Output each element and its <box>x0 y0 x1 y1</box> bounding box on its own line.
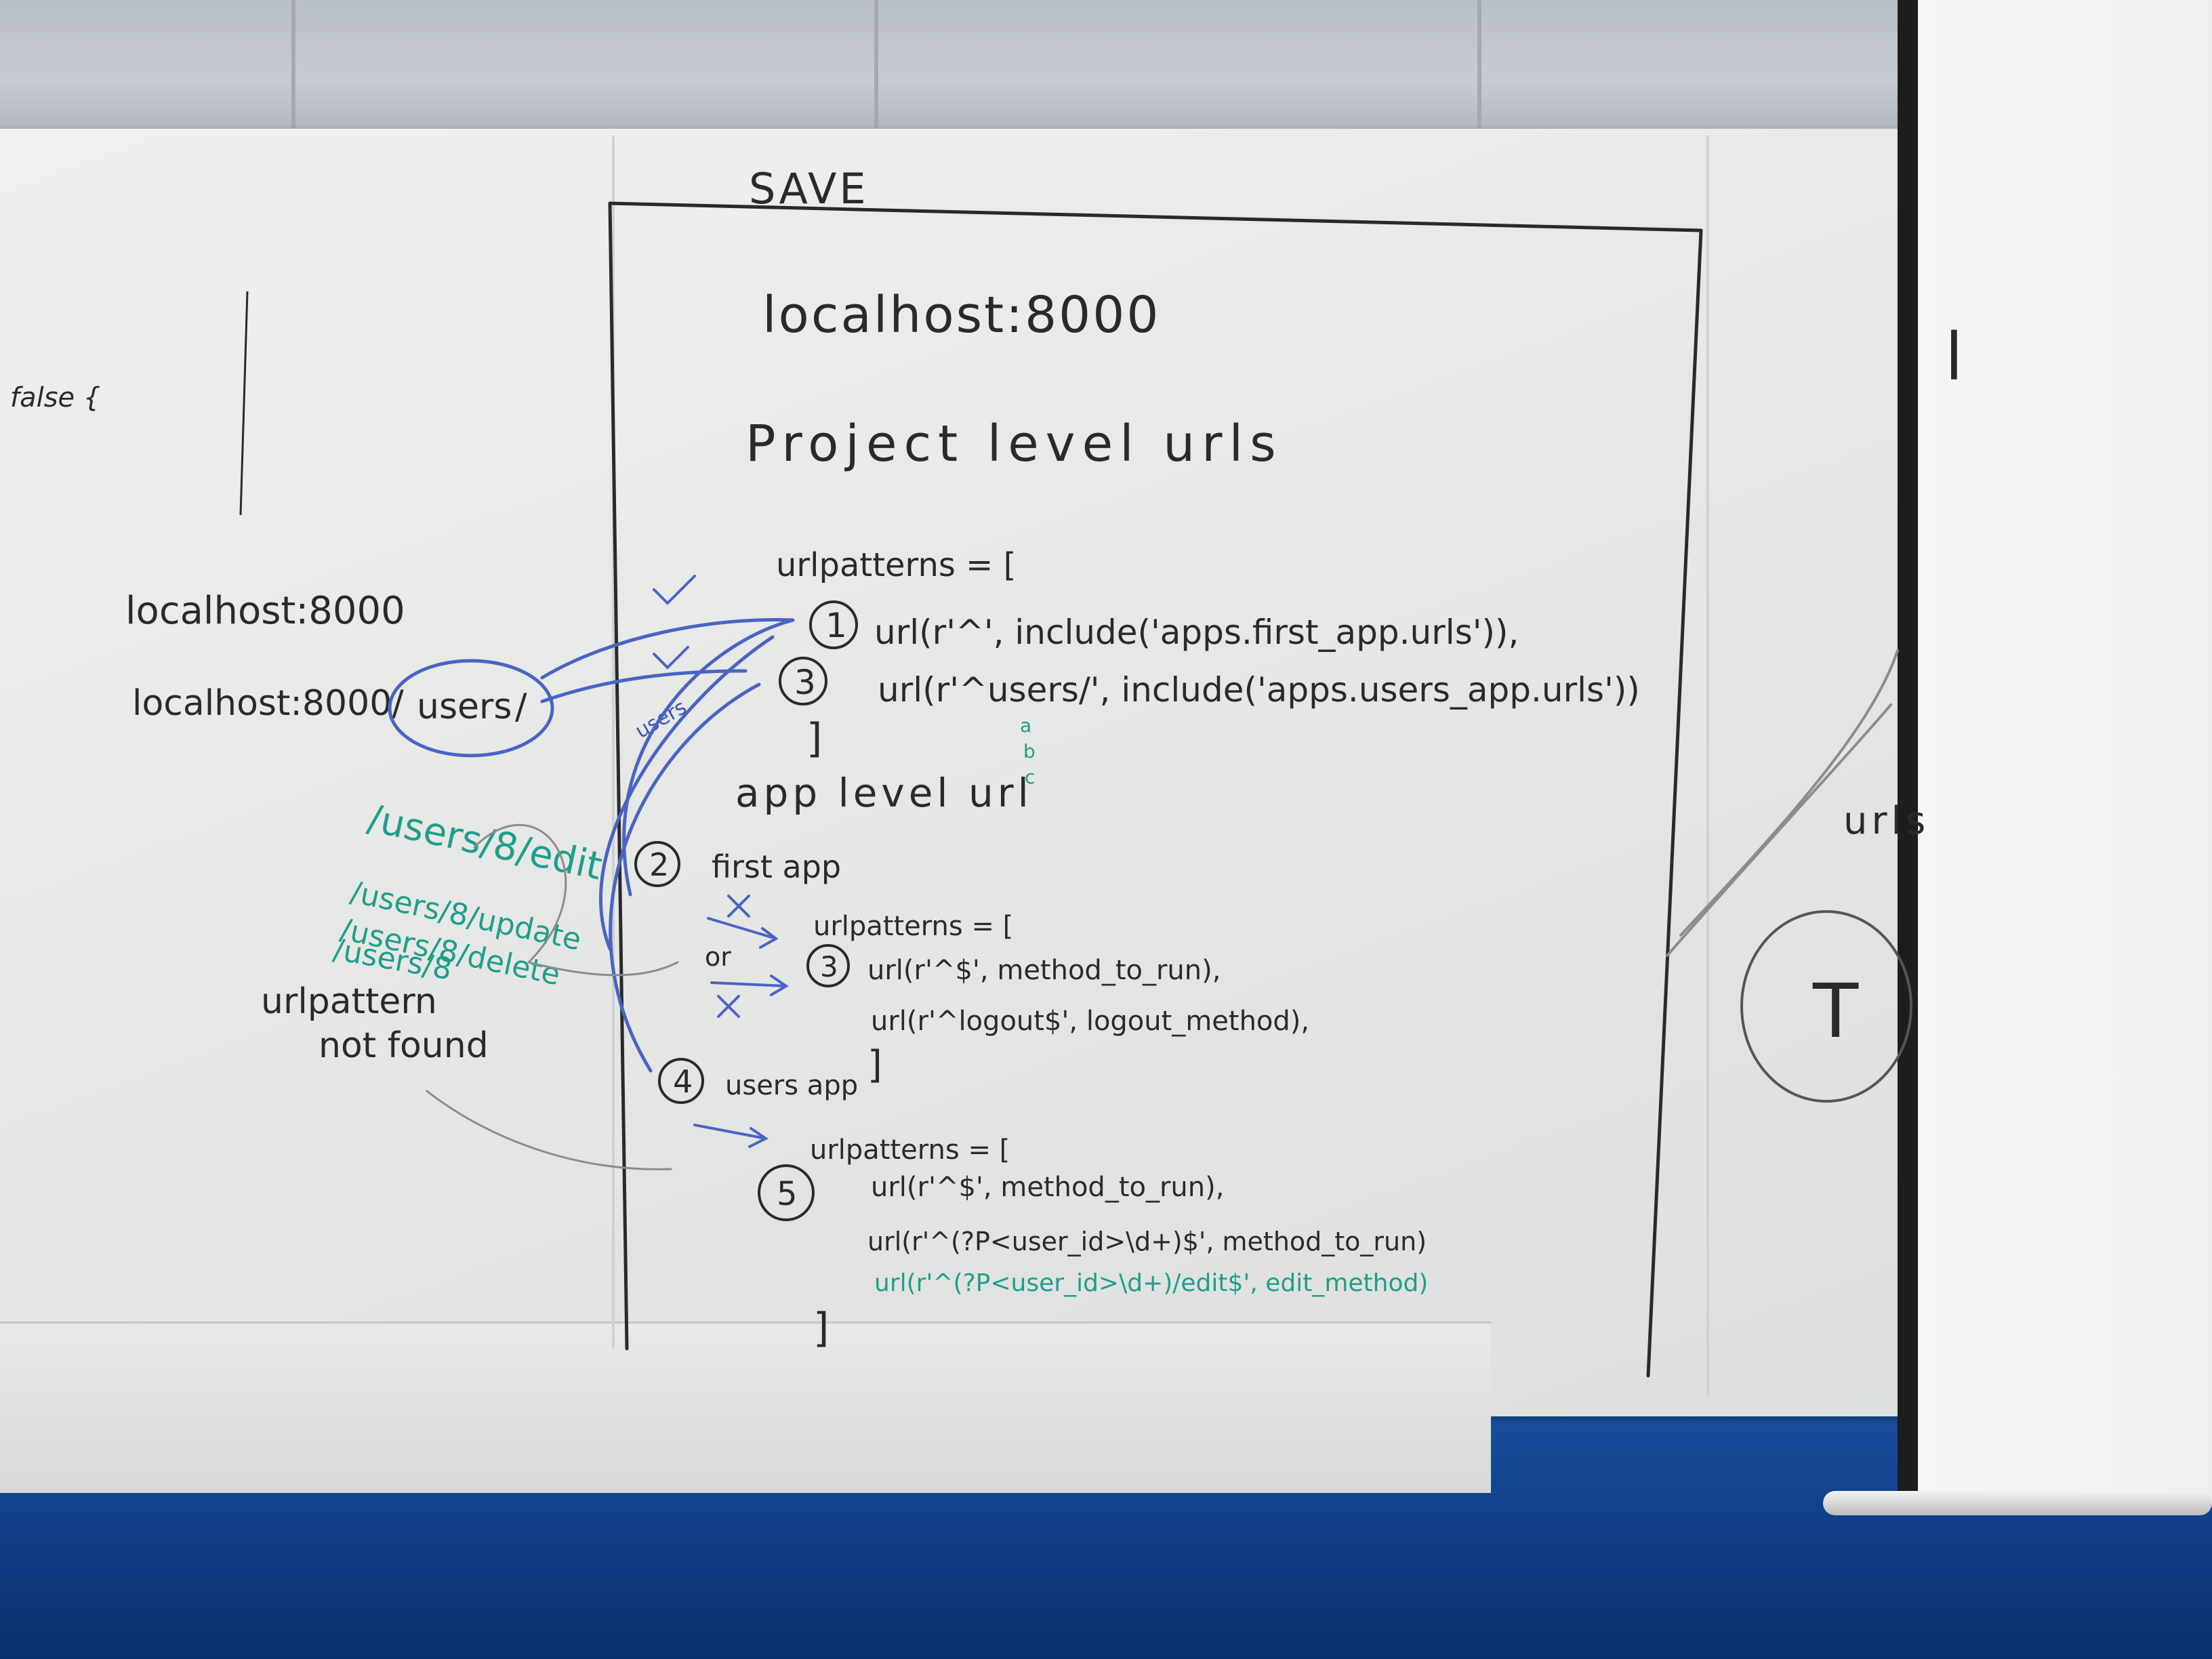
badge-circle <box>806 944 850 987</box>
users-urlpatterns: urlpatterns = [ <box>810 1134 1010 1166</box>
connector-arrow <box>540 618 795 680</box>
right-partial-text: l <box>1945 319 1963 395</box>
connector-arrow <box>622 618 795 897</box>
project-url-3: url(r'^users/', include('apps.users_app.… <box>878 670 1640 710</box>
badge-number: 5 <box>777 1175 798 1213</box>
first-app-url-a: url(r'^$', method_to_run), <box>867 955 1221 986</box>
badge-circle <box>758 1164 815 1221</box>
cross-icon <box>727 895 750 918</box>
first-app-url-b: url(r'^logout$', logout_method), <box>871 1006 1309 1037</box>
left-host-2: localhost:8000/ <box>132 683 404 724</box>
heading-host: localhost:8000 <box>762 286 1160 344</box>
left-host-2-circled: users <box>417 687 512 727</box>
ceiling-seam <box>874 0 878 136</box>
users-url-c: url(r'^(?P<user_id>\d+)/edit$', edit_met… <box>874 1269 1428 1297</box>
badge-number: 1 <box>825 606 847 645</box>
arrow-icon <box>710 975 789 996</box>
arrow-icon <box>693 1124 769 1148</box>
badge-number: 3 <box>794 663 816 702</box>
or-label: or <box>705 942 731 972</box>
save-frame-top <box>608 201 1703 232</box>
far-left-line <box>239 291 249 516</box>
screen-roller-bar <box>1823 1491 2212 1515</box>
badge-number: 2 <box>649 846 669 883</box>
users-url-a: url(r'^$', method_to_run), <box>871 1172 1224 1203</box>
save-frame-right <box>1646 228 1703 1378</box>
users-app-label: users app <box>725 1070 858 1101</box>
project-close: ] <box>806 715 822 762</box>
ceiling <box>0 0 2212 136</box>
first-app-label: first app <box>712 848 841 885</box>
right-text-1: urls <box>1843 799 1929 843</box>
badge-circle <box>809 600 858 649</box>
project-urlpatterns: urlpatterns = [ <box>776 546 1016 584</box>
connector-arrow <box>540 669 747 703</box>
far-left-text: false { <box>10 382 100 413</box>
ceiling-seam <box>291 0 295 136</box>
heading-project: Project level urls <box>745 415 1283 473</box>
left-not-found-1: urlpattern <box>261 981 437 1022</box>
marker-tray <box>0 1322 1491 1493</box>
frame-title: SAVE <box>749 164 869 213</box>
projector-screen <box>1898 0 2212 1504</box>
side-letter: b <box>1023 740 1036 762</box>
first-app-urlpatterns: urlpatterns = [ <box>813 911 1013 942</box>
side-letter: c <box>1025 766 1035 788</box>
project-url-1: url(r'^', include('apps.first_app.urls')… <box>874 613 1519 652</box>
whiteboard <box>0 129 2020 1416</box>
right-text-2: T <box>1812 968 1859 1054</box>
right-circle <box>1740 910 1912 1103</box>
cross-icon <box>717 995 740 1018</box>
badge-number: 3 <box>820 950 838 983</box>
check-icon <box>653 575 696 605</box>
side-letter: a <box>1020 714 1031 737</box>
slash-icon: / <box>515 687 527 727</box>
right-oval <box>1679 649 1899 937</box>
app-level-label: app level url <box>735 770 1033 816</box>
users-close: ] <box>813 1305 829 1352</box>
first-app-close: ] <box>867 1043 882 1087</box>
check-icon <box>653 646 689 670</box>
connector-arrow <box>598 635 775 951</box>
right-oval <box>1666 703 1892 957</box>
gray-curve <box>426 1090 672 1170</box>
badge-circle <box>779 657 827 705</box>
save-frame-left <box>608 201 629 1351</box>
badge-circle <box>658 1058 704 1104</box>
gray-curve <box>473 823 679 977</box>
badge-circle <box>634 841 680 887</box>
arrow-icon <box>707 917 779 949</box>
users-circle <box>388 659 554 758</box>
left-green-1: /users/8/edit <box>364 796 606 889</box>
badge-number: 4 <box>673 1063 693 1100</box>
ceiling-seam <box>1477 0 1481 136</box>
connector-arrow <box>609 682 761 1073</box>
users-url-b: url(r'^(?P<user_id>\d+)$', method_to_run… <box>867 1227 1427 1256</box>
left-not-found-2: not found <box>319 1025 489 1066</box>
left-host-1: localhost:8000 <box>125 589 405 633</box>
